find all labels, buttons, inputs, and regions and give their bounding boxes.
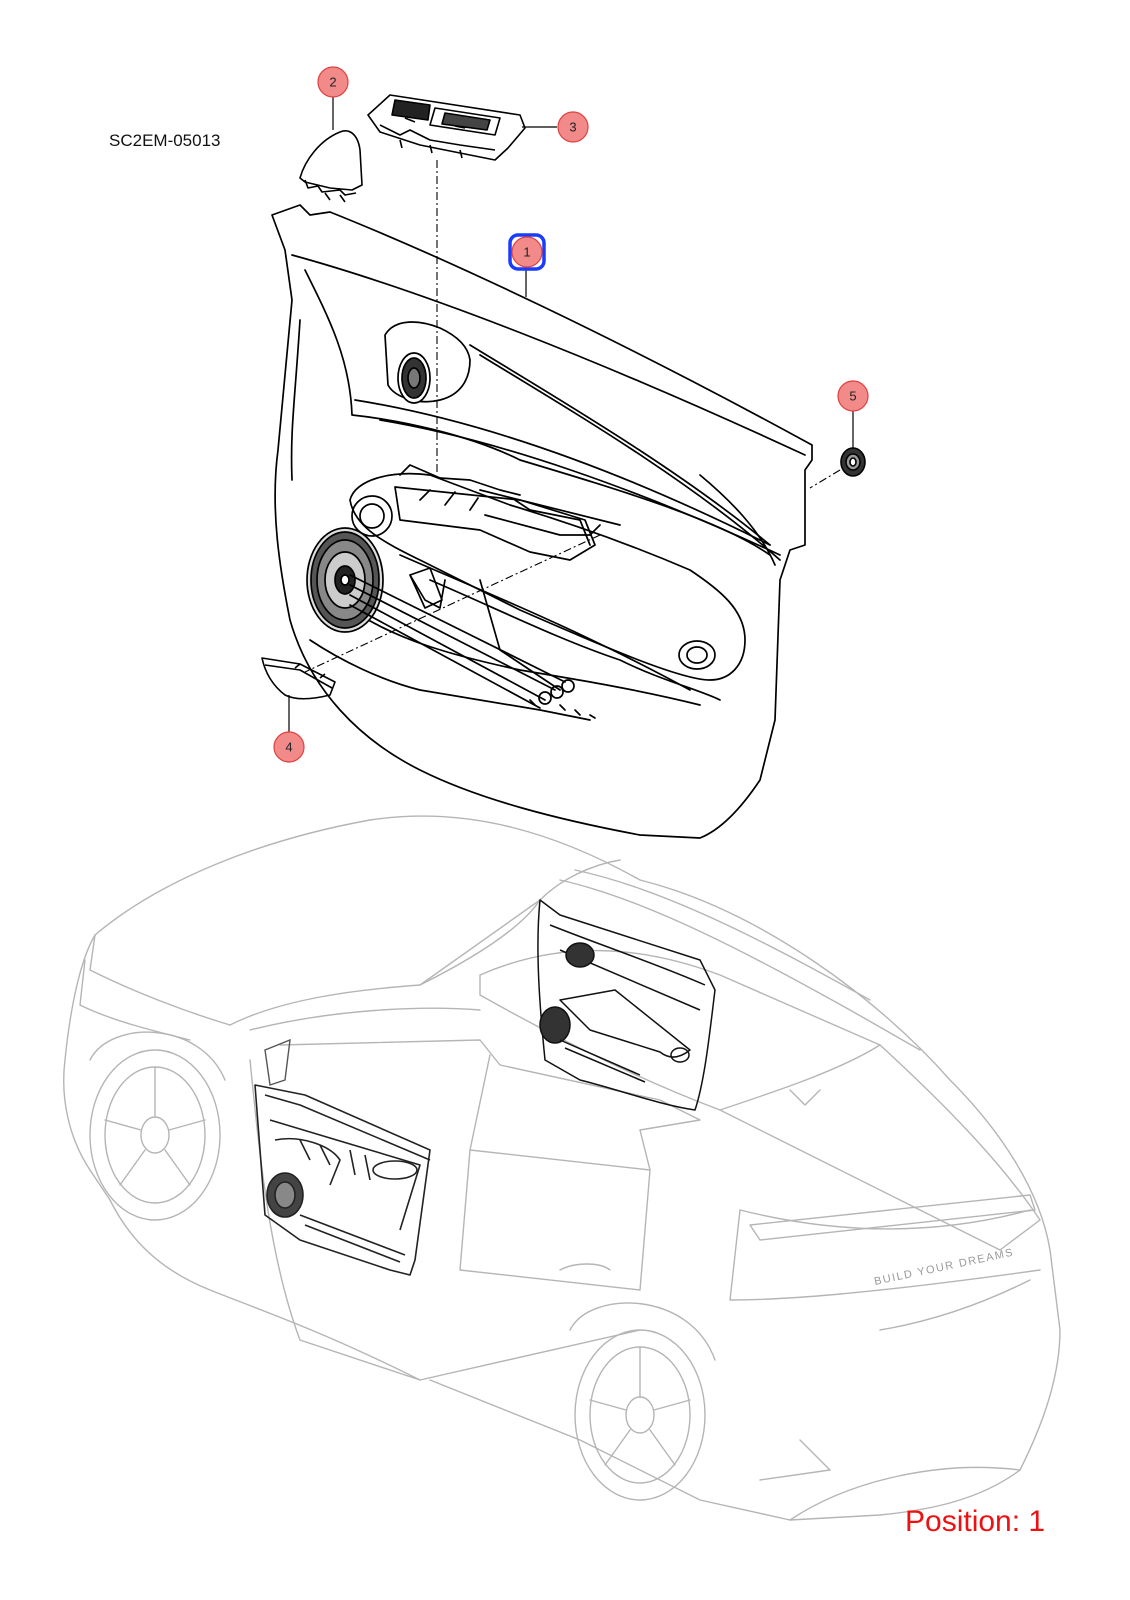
position-indicator: Position: 1 xyxy=(905,1505,1046,1538)
assembly-lines xyxy=(304,160,841,673)
drawing-code: SC2EM-05013 xyxy=(109,131,221,150)
callout-1-number: 1 xyxy=(523,245,530,260)
vehicle-front-door-trim xyxy=(254,1084,431,1276)
callout-5[interactable]: 5 xyxy=(837,380,869,412)
callout-1-selection-outline xyxy=(508,233,546,271)
callout-4-number: 4 xyxy=(285,740,292,755)
callout-2-number: 2 xyxy=(329,75,336,90)
leader-lines xyxy=(288,97,854,732)
part-4-lower-trim xyxy=(261,657,336,700)
callout-1[interactable]: 1 xyxy=(508,233,546,271)
vehicle-illustration xyxy=(63,815,1061,1521)
callout-2[interactable]: 2 xyxy=(317,66,349,98)
rear-badge-lettering: BUILD YOUR DREAMS xyxy=(873,1247,1015,1288)
callout-3-number: 3 xyxy=(569,120,576,135)
door-panel xyxy=(271,204,813,839)
part-5-clip xyxy=(840,447,866,477)
vehicle-side-mirror xyxy=(264,1038,291,1086)
callout-3[interactable]: 3 xyxy=(557,111,589,143)
callout-4[interactable]: 4 xyxy=(273,731,305,763)
part-2-mirror-trim xyxy=(299,130,363,203)
part-3-window-switch xyxy=(367,94,526,161)
vehicle-rear-door-trim xyxy=(537,899,716,1111)
callout-5-number: 5 xyxy=(849,389,856,404)
